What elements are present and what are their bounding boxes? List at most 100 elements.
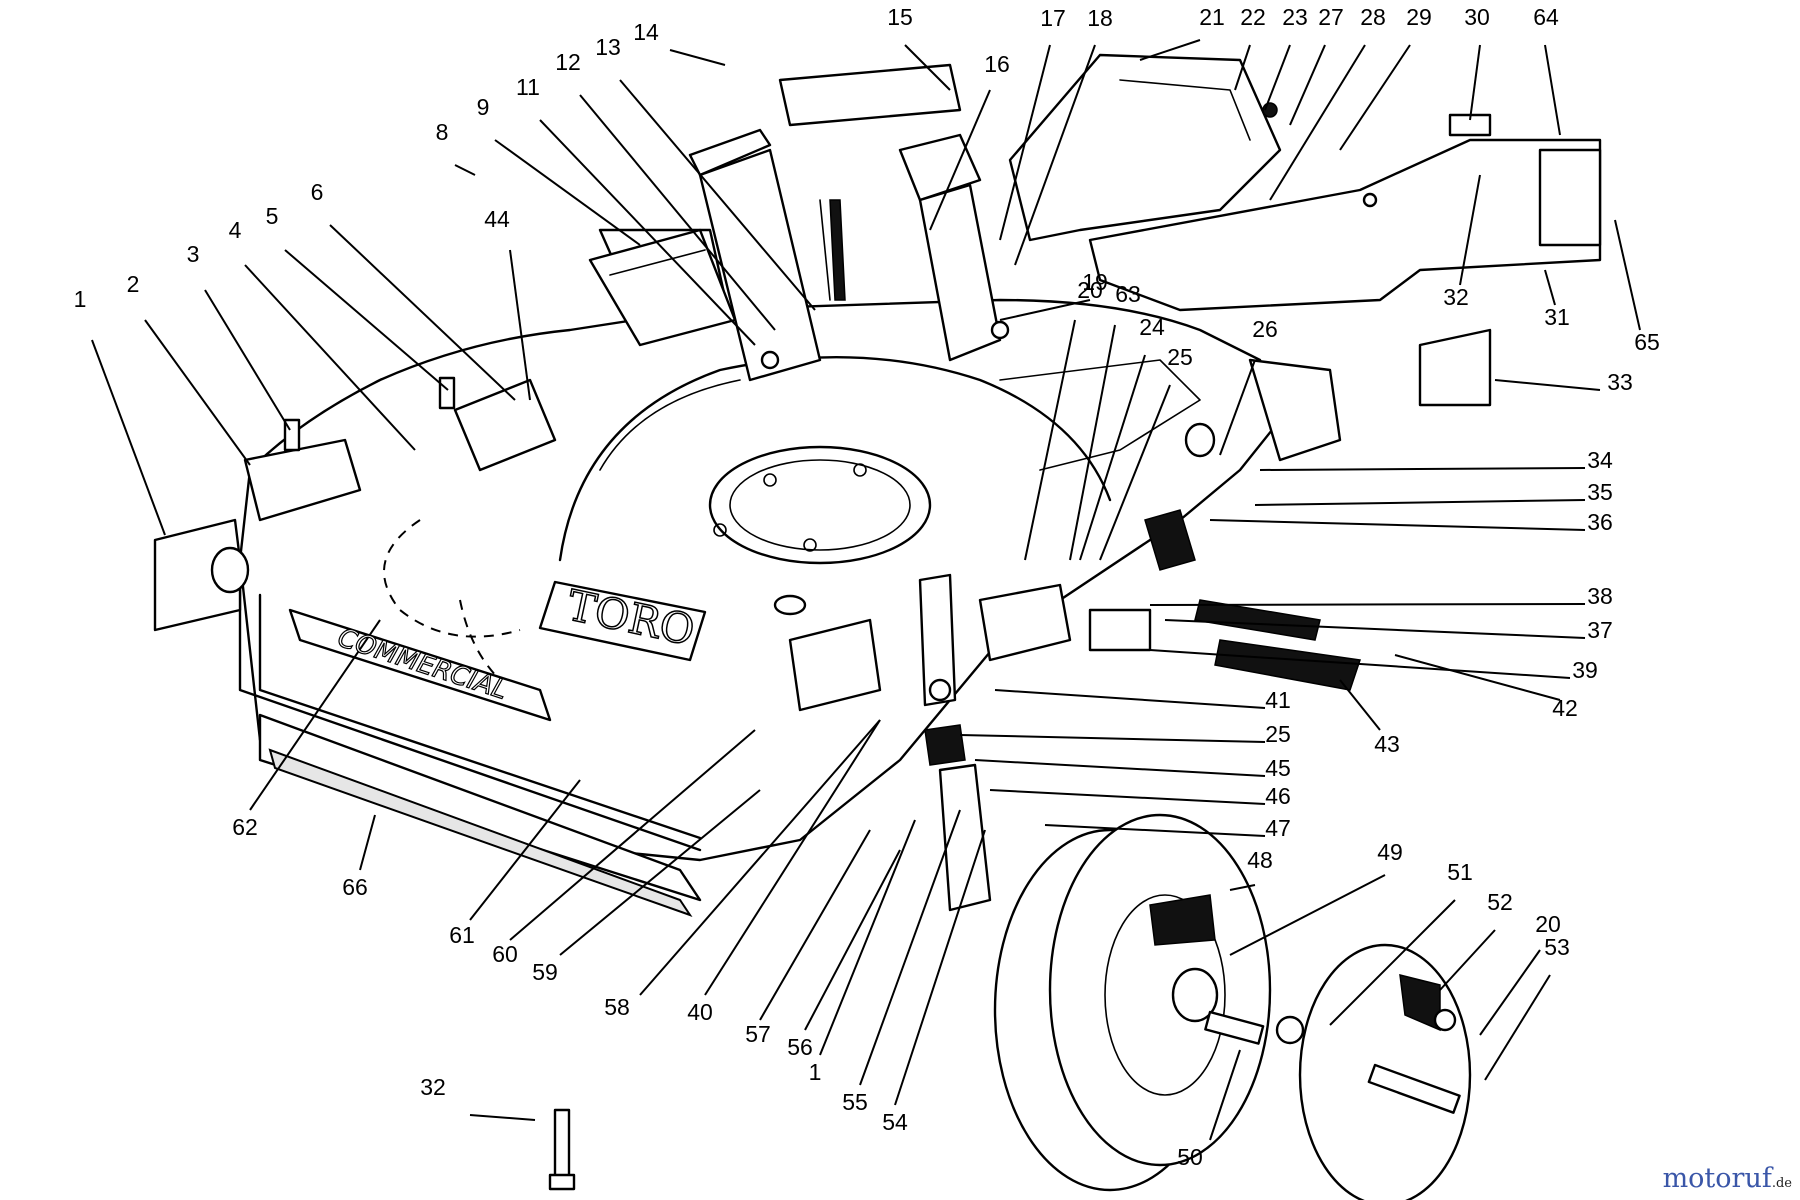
- callout-61: 61: [449, 922, 475, 948]
- callout-36: 36: [1587, 509, 1613, 535]
- callout-38: 38: [1587, 583, 1613, 609]
- callout-leader-54: [894, 829, 986, 1106]
- callout-19: 19: [1082, 269, 1108, 295]
- callout-57: 57: [745, 1021, 771, 1047]
- callout-leader-41: [994, 689, 1266, 709]
- callout-leader-38: [1149, 603, 1586, 606]
- callout-leader-1: [819, 819, 916, 1056]
- callout-leader-19: [999, 299, 1091, 321]
- callout-2: 2: [127, 271, 140, 297]
- callout-leader-63: [1069, 324, 1116, 561]
- callout-53: 53: [1544, 934, 1570, 960]
- callout-20: 20: [1535, 911, 1561, 937]
- callout-1: 1: [809, 1059, 822, 1085]
- callout-27: 27: [1318, 4, 1344, 30]
- callout-leader-11: [539, 119, 756, 346]
- callout-leader-66: [359, 814, 376, 871]
- callout-46: 46: [1265, 783, 1291, 809]
- callout-47: 47: [1265, 815, 1291, 841]
- callout-48: 48: [1247, 847, 1273, 873]
- callout-51: 51: [1447, 859, 1473, 885]
- callout-18: 18: [1087, 5, 1113, 31]
- callout-leader-32: [1459, 174, 1481, 286]
- callout-54: 54: [882, 1109, 908, 1135]
- callout-leader-12: [579, 94, 776, 331]
- callout-63: 63: [1115, 281, 1141, 307]
- callout-leader-13: [619, 79, 816, 311]
- callout-41: 41: [1265, 687, 1291, 713]
- callout-56: 56: [787, 1034, 813, 1060]
- callout-30: 30: [1464, 4, 1490, 30]
- callout-65: 65: [1634, 329, 1660, 355]
- callout-leader-18: [1014, 44, 1096, 266]
- callout-leader-30: [1469, 44, 1481, 121]
- callout-leader-27: [1289, 44, 1326, 126]
- callout-14: 14: [633, 19, 659, 45]
- callout-52: 52: [1487, 889, 1513, 915]
- callout-leader-9: [494, 139, 641, 246]
- callout-leader-31: [1544, 269, 1556, 306]
- callout-leader-51: [1329, 899, 1456, 1026]
- callout-leader-62: [249, 619, 381, 811]
- callout-leader-49: [1229, 874, 1386, 956]
- callout-leader-33: [1494, 379, 1601, 391]
- callout-leader-4: [244, 264, 416, 451]
- callout-leader-35: [1254, 499, 1586, 506]
- callout-leader-60: [509, 729, 756, 941]
- callout-leader-8: [454, 164, 476, 176]
- watermark-main: motoruf: [1662, 1163, 1772, 1194]
- callout-leader-46: [989, 789, 1266, 805]
- callout-66: 66: [342, 874, 368, 900]
- callout-29: 29: [1406, 4, 1432, 30]
- callout-45: 45: [1265, 755, 1291, 781]
- deflector: [588, 228, 737, 347]
- callout-62: 62: [232, 814, 258, 840]
- callout-28: 28: [1360, 4, 1386, 30]
- callout-6: 6: [311, 179, 324, 205]
- callout-35: 35: [1587, 479, 1613, 505]
- callout-leader-52: [1439, 929, 1496, 991]
- callout-21: 21: [1199, 4, 1225, 30]
- callout-50: 50: [1177, 1144, 1203, 1170]
- callout-leader-17: [999, 44, 1051, 241]
- height-adjuster-assembly: [788, 358, 1361, 912]
- callout-leader-29: [1339, 44, 1411, 151]
- callout-leader-40: [704, 719, 881, 996]
- callout-42: 42: [1552, 695, 1578, 721]
- callout-leader-20: [1024, 319, 1076, 561]
- callout-32: 32: [1443, 284, 1469, 310]
- callout-leader-56: [804, 849, 901, 1031]
- callout-leader-1: [91, 339, 166, 536]
- callout-leader-14: [669, 49, 726, 66]
- watermark-suffix: .de: [1771, 1176, 1792, 1191]
- callout-5: 5: [266, 203, 279, 229]
- callout-leader-26: [1219, 359, 1256, 456]
- callout-leader-50: [1209, 1049, 1241, 1141]
- callout-59: 59: [532, 959, 558, 985]
- callout-leader-61: [469, 779, 581, 921]
- callout-leader-55: [859, 809, 961, 1086]
- callout-leader-39: [1149, 649, 1571, 679]
- callout-3: 3: [187, 241, 200, 267]
- callout-20: 20: [1077, 277, 1103, 303]
- callout-8: 8: [436, 119, 449, 145]
- callout-13: 13: [595, 34, 621, 60]
- callout-leader-32: [469, 1114, 536, 1121]
- callout-leader-22: [1234, 44, 1251, 91]
- callout-leader-25: [959, 734, 1266, 743]
- callout-leader-64: [1544, 44, 1561, 136]
- callout-23: 23: [1282, 4, 1308, 30]
- callout-leader-65: [1614, 219, 1641, 331]
- callout-leader-53: [1484, 974, 1551, 1081]
- callout-34: 34: [1587, 447, 1613, 473]
- callout-25: 25: [1167, 344, 1193, 370]
- callout-60: 60: [492, 941, 518, 967]
- callout-leader-42: [1394, 654, 1561, 701]
- bolt-32: [548, 1108, 576, 1191]
- callout-leader-16: [929, 89, 991, 231]
- callout-leader-45: [974, 759, 1266, 777]
- callout-leader-43: [1339, 679, 1381, 731]
- rear-wheel: [993, 813, 1472, 1200]
